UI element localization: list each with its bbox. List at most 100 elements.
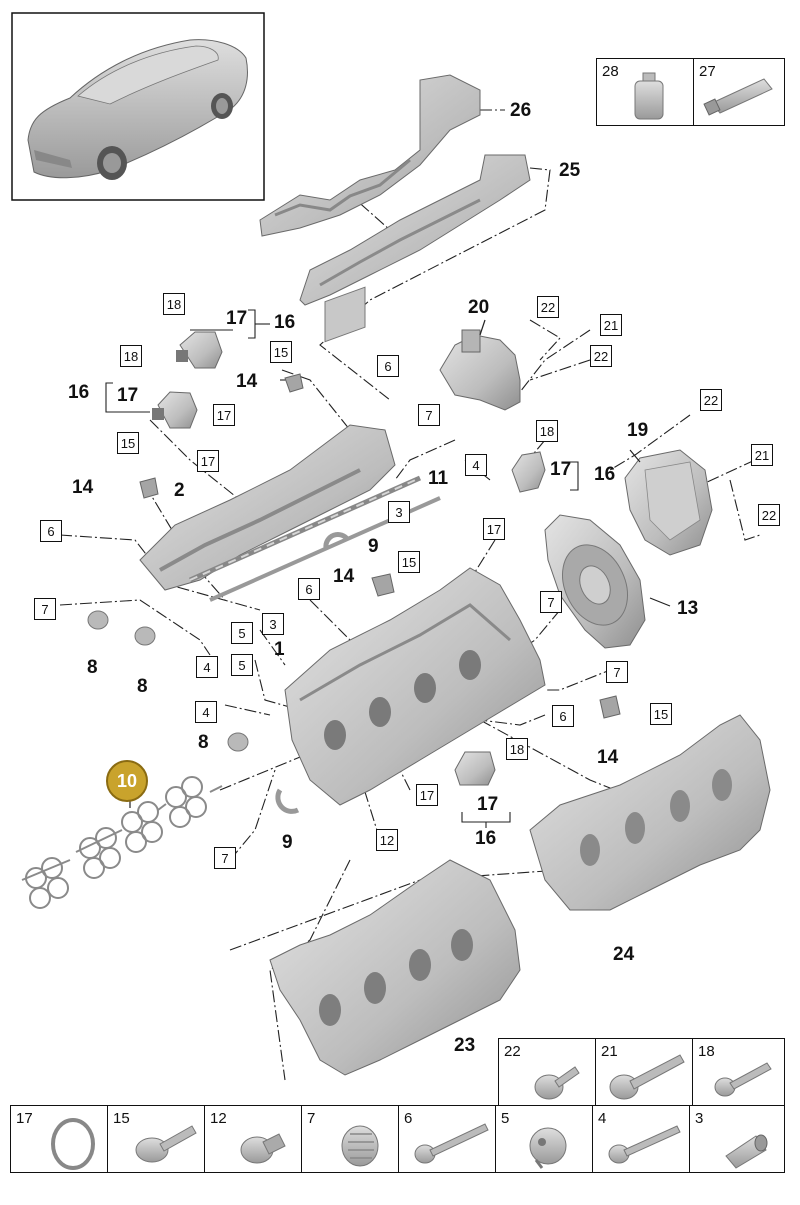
tube-icon	[703, 78, 773, 116]
seal-icon	[341, 1125, 379, 1167]
ref-box-4: 4	[465, 454, 487, 476]
legend-cell-21[interactable]: 21	[595, 1038, 693, 1106]
callout-2: 2	[174, 480, 185, 501]
legend-cell-22[interactable]: 22	[498, 1038, 596, 1106]
engine-block-24	[529, 714, 771, 911]
legend-number: 5	[501, 1110, 510, 1127]
callout-16: 16	[475, 828, 497, 849]
callout-9: 9	[282, 832, 293, 853]
legend-number: 22	[504, 1043, 521, 1060]
ref-box-6: 6	[552, 705, 574, 727]
ref-box-18: 18	[536, 420, 558, 442]
legend-number: 3	[695, 1110, 704, 1127]
callout-25: 25	[559, 160, 581, 181]
legend-number: 15	[113, 1110, 130, 1127]
callout-1: 1	[274, 639, 285, 660]
ref-box-22: 22	[590, 345, 612, 367]
legend-cell-3[interactable]: 3	[689, 1105, 785, 1173]
legend-number: 21	[601, 1043, 618, 1060]
ref-box-17: 17	[197, 450, 219, 472]
callout-14: 14	[236, 371, 258, 392]
small-bolt-icon	[714, 1062, 772, 1097]
callout-14: 14	[333, 566, 355, 587]
ref-box-5: 5	[231, 622, 253, 644]
ref-box-15: 15	[117, 432, 139, 454]
callout-17: 17	[117, 385, 139, 406]
callout-26: 26	[510, 100, 532, 121]
ref-box-3: 3	[262, 613, 284, 635]
callout-13: 13	[677, 598, 699, 619]
ref-box-12: 12	[376, 829, 398, 851]
callout-9: 9	[368, 536, 379, 557]
legend-cell-7[interactable]: 7	[301, 1105, 399, 1173]
bearings-9	[275, 532, 351, 814]
plugs-8	[87, 610, 249, 752]
ref-box-4: 4	[196, 656, 218, 678]
vvt-solenoid-left	[152, 391, 198, 429]
sleeve-icon	[725, 1134, 768, 1169]
bottle-icon	[634, 72, 664, 120]
callout-8: 8	[198, 732, 209, 753]
ref-box-18: 18	[163, 293, 185, 315]
ref-box-6: 6	[377, 355, 399, 377]
ref-box-7: 7	[606, 661, 628, 683]
legend-cell-15[interactable]: 15	[107, 1105, 205, 1173]
cover-19	[624, 449, 713, 556]
ref-box-21: 21	[751, 444, 773, 466]
ref-box-21: 21	[600, 314, 622, 336]
callout-19: 19	[627, 420, 649, 441]
legend-number: 12	[210, 1110, 227, 1127]
callout-23: 23	[454, 1035, 476, 1056]
legend-cell-4[interactable]: 4	[592, 1105, 690, 1173]
bolt-icon	[608, 1125, 681, 1164]
camshaft-bridge-upper	[259, 74, 481, 237]
callout-16: 16	[274, 312, 296, 333]
ref-box-3: 3	[388, 501, 410, 523]
callout-17: 17	[477, 794, 499, 815]
ref-box-6: 6	[298, 578, 320, 600]
ref-box-17: 17	[213, 404, 235, 426]
vvt-solenoid-lower	[454, 751, 496, 786]
legend-cell-28[interactable]: 28	[596, 58, 694, 126]
o-ring-icon	[51, 1118, 95, 1170]
legend-number: 27	[699, 63, 716, 80]
ref-box-17: 17	[416, 784, 438, 806]
flange-bolt-icon	[135, 1125, 197, 1163]
timing-cover-13	[544, 514, 646, 649]
ref-box-22: 22	[537, 296, 559, 318]
callout-24: 24	[613, 944, 635, 965]
plug-housing-icon	[529, 1127, 567, 1169]
long-bolt-icon	[609, 1054, 685, 1100]
ref-box-7: 7	[34, 598, 56, 620]
highlighted-callout-10[interactable]: 10	[106, 760, 148, 802]
callout-8: 8	[137, 676, 148, 697]
legend-cell-12[interactable]: 12	[204, 1105, 302, 1173]
intake-gasket-10	[21, 776, 223, 909]
sensors-14	[139, 373, 621, 719]
short-bolt-icon	[534, 1066, 580, 1100]
ref-box-7: 7	[214, 847, 236, 869]
legend-number: 28	[602, 63, 619, 80]
plug-icon	[240, 1133, 286, 1164]
callout-17: 17	[550, 459, 572, 480]
ref-box-4: 4	[195, 701, 217, 723]
ref-box-7: 7	[418, 404, 440, 426]
ref-box-15: 15	[270, 341, 292, 363]
callout-16: 16	[594, 464, 616, 485]
ref-box-6: 6	[40, 520, 62, 542]
legend-cell-27[interactable]: 27	[693, 58, 785, 126]
bracket-lines	[105, 309, 579, 828]
legend-number: 6	[404, 1110, 413, 1127]
legend-cell-18[interactable]: 18	[692, 1038, 785, 1106]
ref-box-22: 22	[700, 389, 722, 411]
legend-cell-17[interactable]: 17	[10, 1105, 108, 1173]
callout-14: 14	[72, 477, 94, 498]
callout-17: 17	[226, 308, 248, 329]
vvt-solenoid-upper	[176, 331, 223, 369]
ref-box-15: 15	[398, 551, 420, 573]
legend-cell-6[interactable]: 6	[398, 1105, 496, 1173]
legend-cell-5[interactable]: 5	[495, 1105, 593, 1173]
ref-box-17: 17	[483, 518, 505, 540]
